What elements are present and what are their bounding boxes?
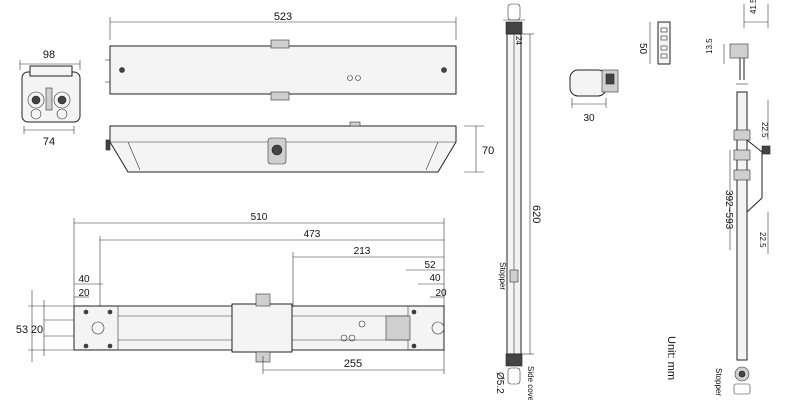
dim-30: 30 <box>583 113 595 124</box>
dim-side-20: 20 <box>31 324 43 336</box>
dim-41-5: 41.5 <box>749 0 758 14</box>
label-stopper-rod: Stopper <box>498 262 507 290</box>
dim-70: 70 <box>482 145 494 157</box>
arm-link <box>746 139 763 213</box>
dim-right-20: 20 <box>435 288 447 299</box>
dim-74: 74 <box>43 136 55 148</box>
dim-dia-5-2: Ø5.2 <box>494 372 505 394</box>
dim-22-5-top: 22.5 <box>760 122 769 138</box>
rod-view: 24 620 Stopper Side cover Ø5.2 <box>494 3 542 400</box>
dim-392-593: 392~593 <box>723 190 734 230</box>
arm-rod <box>736 91 748 361</box>
top-view-body <box>109 45 457 95</box>
plate-view: 510 473 213 40 20 52 40 20 <box>16 212 447 374</box>
dim-right-40: 40 <box>429 273 441 284</box>
dim-right-52: 52 <box>424 260 436 271</box>
dim-255: 255 <box>344 358 362 370</box>
dim-523: 523 <box>274 11 292 23</box>
bracket-view: 50 <box>637 21 671 65</box>
unit-label: Unit: mm <box>665 336 677 380</box>
pivot-body <box>569 69 607 97</box>
dim-473: 473 <box>304 229 321 240</box>
label-side-cover: Side cover <box>526 366 535 400</box>
rod-stopper <box>509 269 519 283</box>
pivot-view: 30 <box>569 69 619 124</box>
dim-22-5-bottom: 22.5 <box>758 232 767 248</box>
arm-view: 41.5 13.5 22.5 392~593 22.5 Stopper <box>705 0 771 396</box>
dim-510: 510 <box>251 212 268 223</box>
end-view-cap <box>29 65 73 77</box>
top-view: 523 <box>105 11 457 101</box>
dim-53: 53 <box>16 324 28 336</box>
dim-98: 98 <box>43 49 55 61</box>
dim-213: 213 <box>354 246 371 257</box>
dim-left-20: 20 <box>78 288 90 299</box>
dim-13-5: 13.5 <box>705 38 714 54</box>
dim-left-40: 40 <box>78 274 90 285</box>
dim-50: 50 <box>637 43 648 55</box>
end-view-port-left <box>27 91 45 109</box>
side-view: 70 <box>105 121 494 173</box>
plate-right-fitting <box>385 315 411 341</box>
dim-24: 24 <box>514 36 523 45</box>
arm-top-bracket <box>729 43 749 59</box>
dim-620: 620 <box>530 205 542 223</box>
end-view: 98 74 <box>19 49 81 148</box>
bracket-plate <box>657 21 671 65</box>
end-view-port-right <box>53 91 71 109</box>
label-stopper-arm: Stopper <box>714 368 723 396</box>
plate-center-block <box>231 303 293 353</box>
